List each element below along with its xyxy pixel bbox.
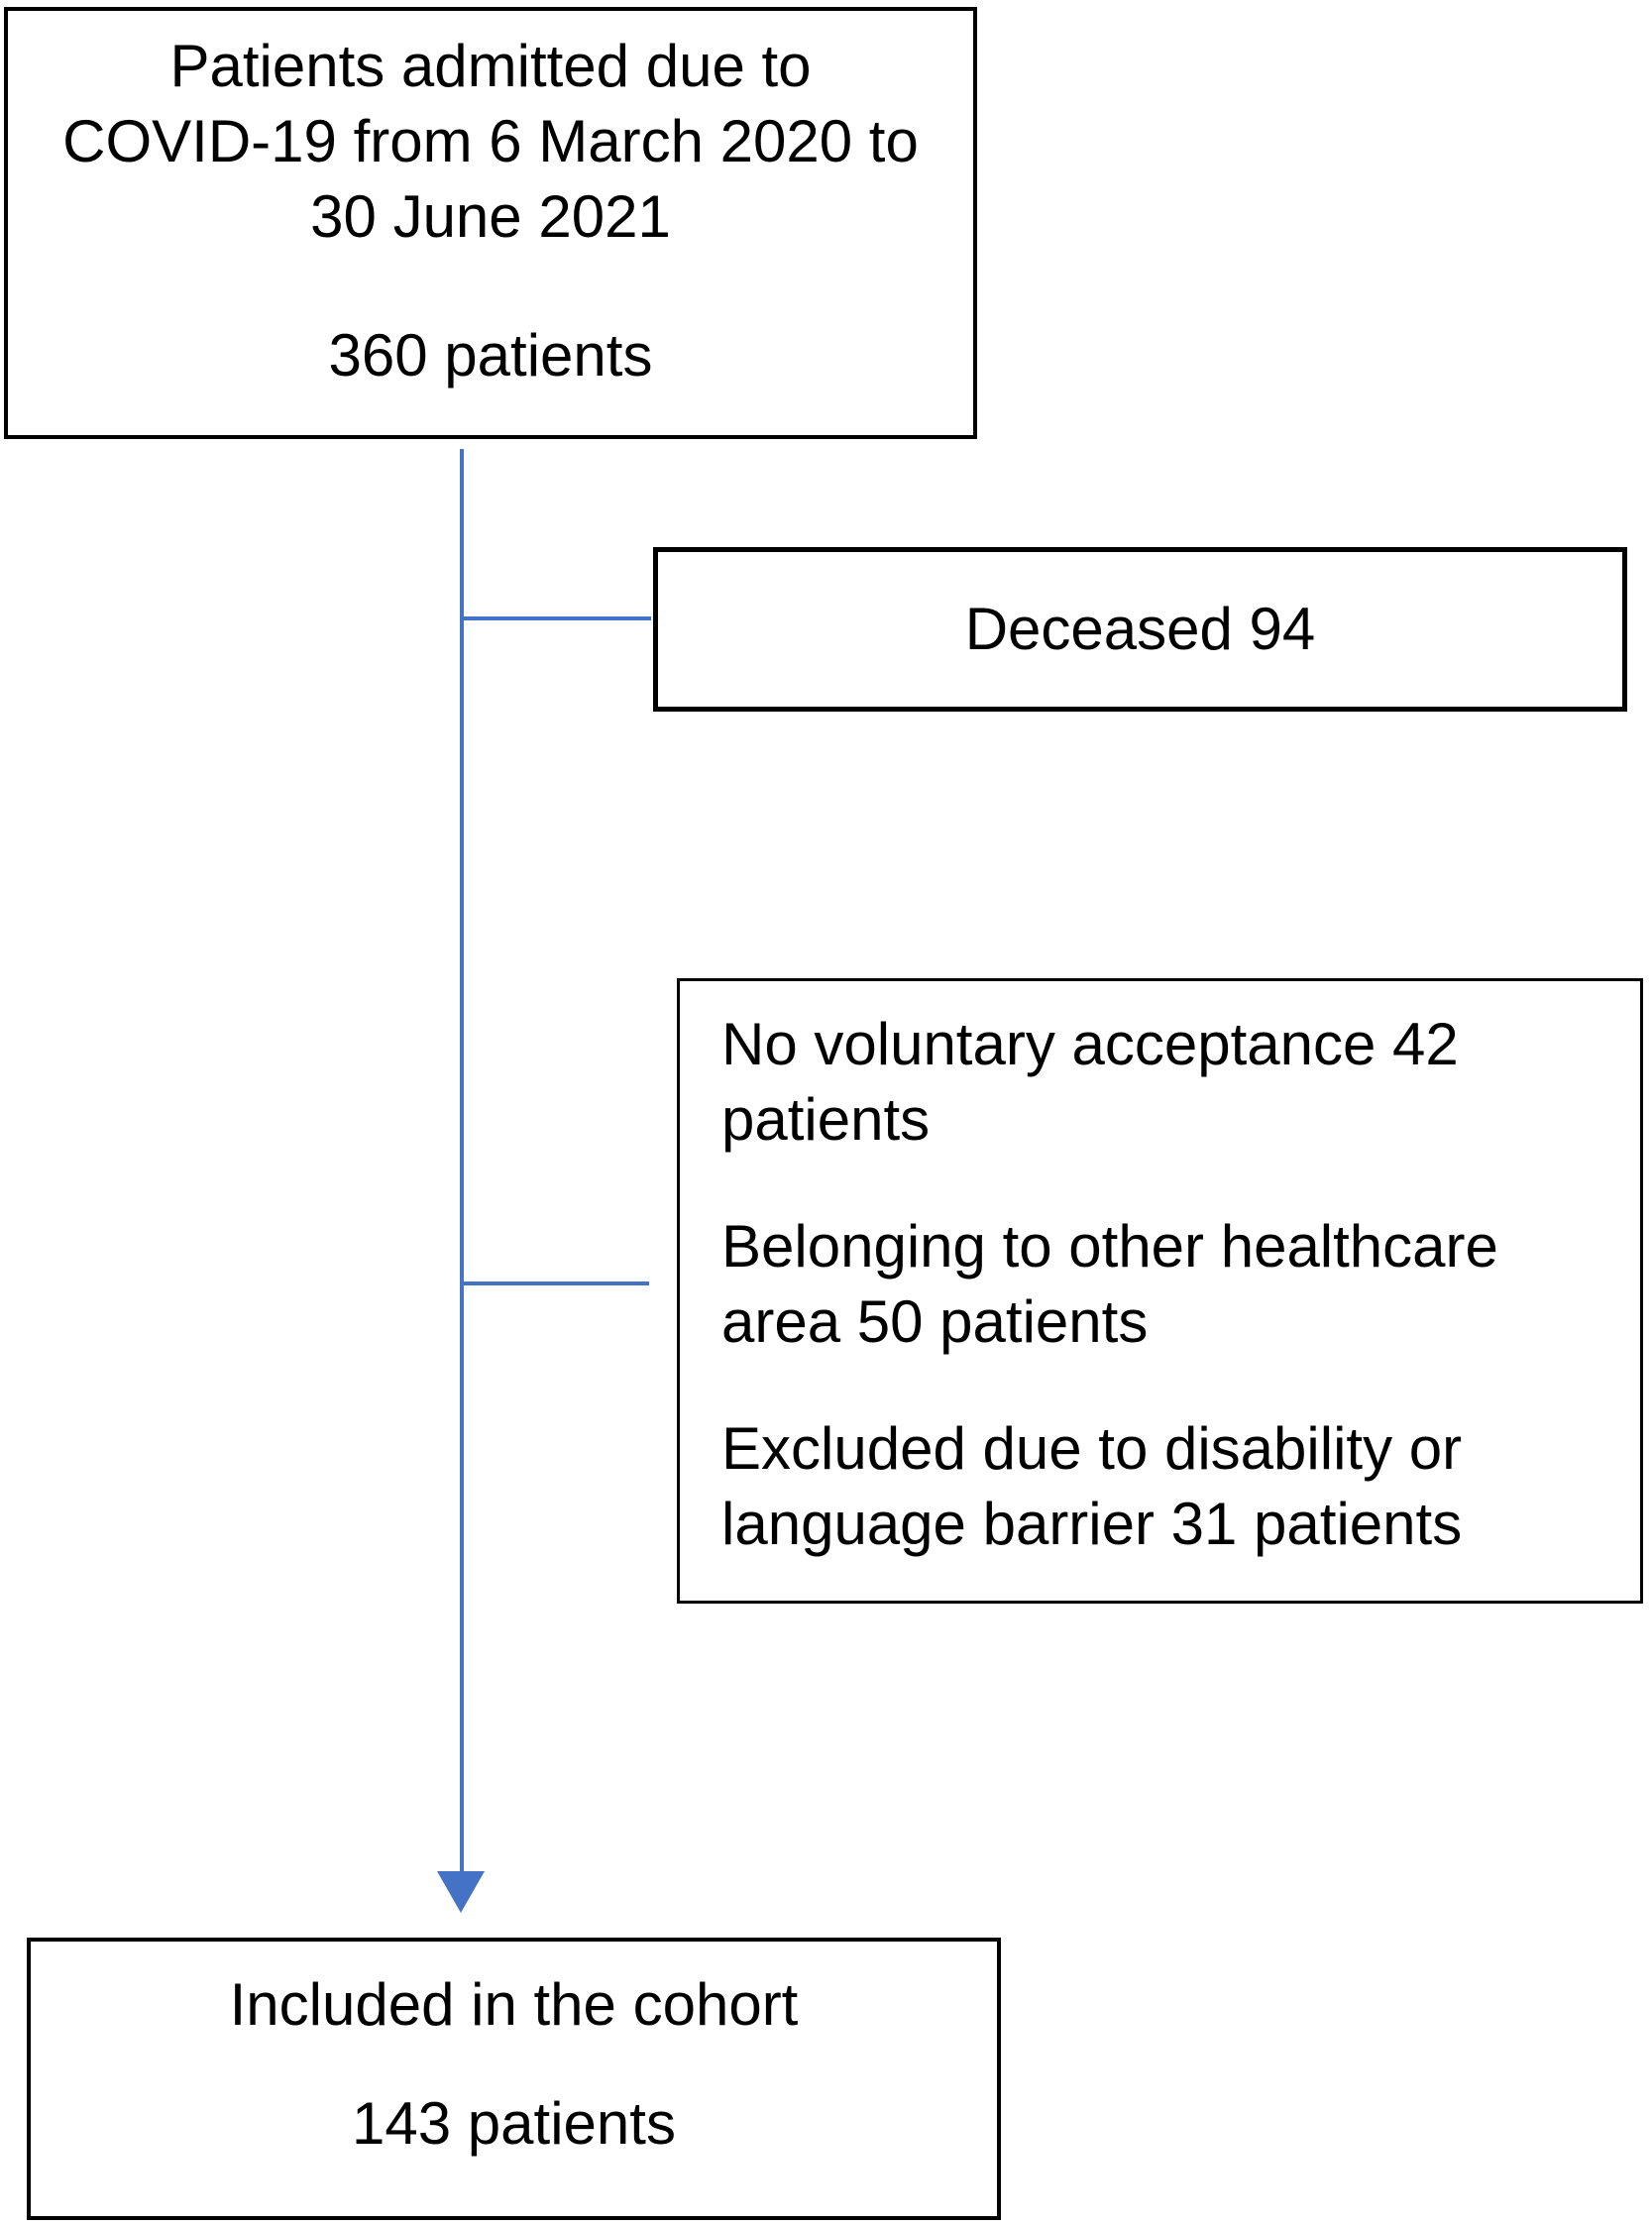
included-cohort-count: 143 patients	[352, 2090, 676, 2157]
initial-cohort-box: Patients admitted due to COVID-19 from 6…	[4, 7, 977, 439]
included-cohort-title: Included in the cohort	[229, 1971, 799, 2038]
exclusion-item-disability-language: Excluded due to disability or language b…	[721, 1415, 1463, 1557]
exclusion-item-no-acceptance: No voluntary acceptance 42 patients	[721, 1011, 1459, 1153]
initial-cohort-line-3: 30 June 2021	[310, 183, 671, 250]
vertical-connector-line	[460, 449, 464, 1873]
deceased-label: Deceased 94	[964, 596, 1316, 662]
connector-branch-exclusions	[462, 1281, 649, 1285]
initial-cohort-count: 360 patients	[328, 322, 653, 389]
down-arrowhead-icon	[437, 1871, 485, 1913]
included-cohort-box: Included in the cohort 143 patients	[27, 1938, 1001, 2220]
deceased-box: Deceased 94	[653, 547, 1627, 712]
exclusions-box: No voluntary acceptance 42 patients Belo…	[677, 978, 1643, 1604]
connector-branch-deceased	[462, 616, 651, 620]
exclusion-item-other-area: Belonging to other healthcare area 50 pa…	[721, 1213, 1498, 1355]
initial-cohort-line-1: Patients admitted due to	[169, 33, 812, 99]
initial-cohort-line-2: COVID-19 from 6 March 2020 to	[62, 108, 919, 174]
